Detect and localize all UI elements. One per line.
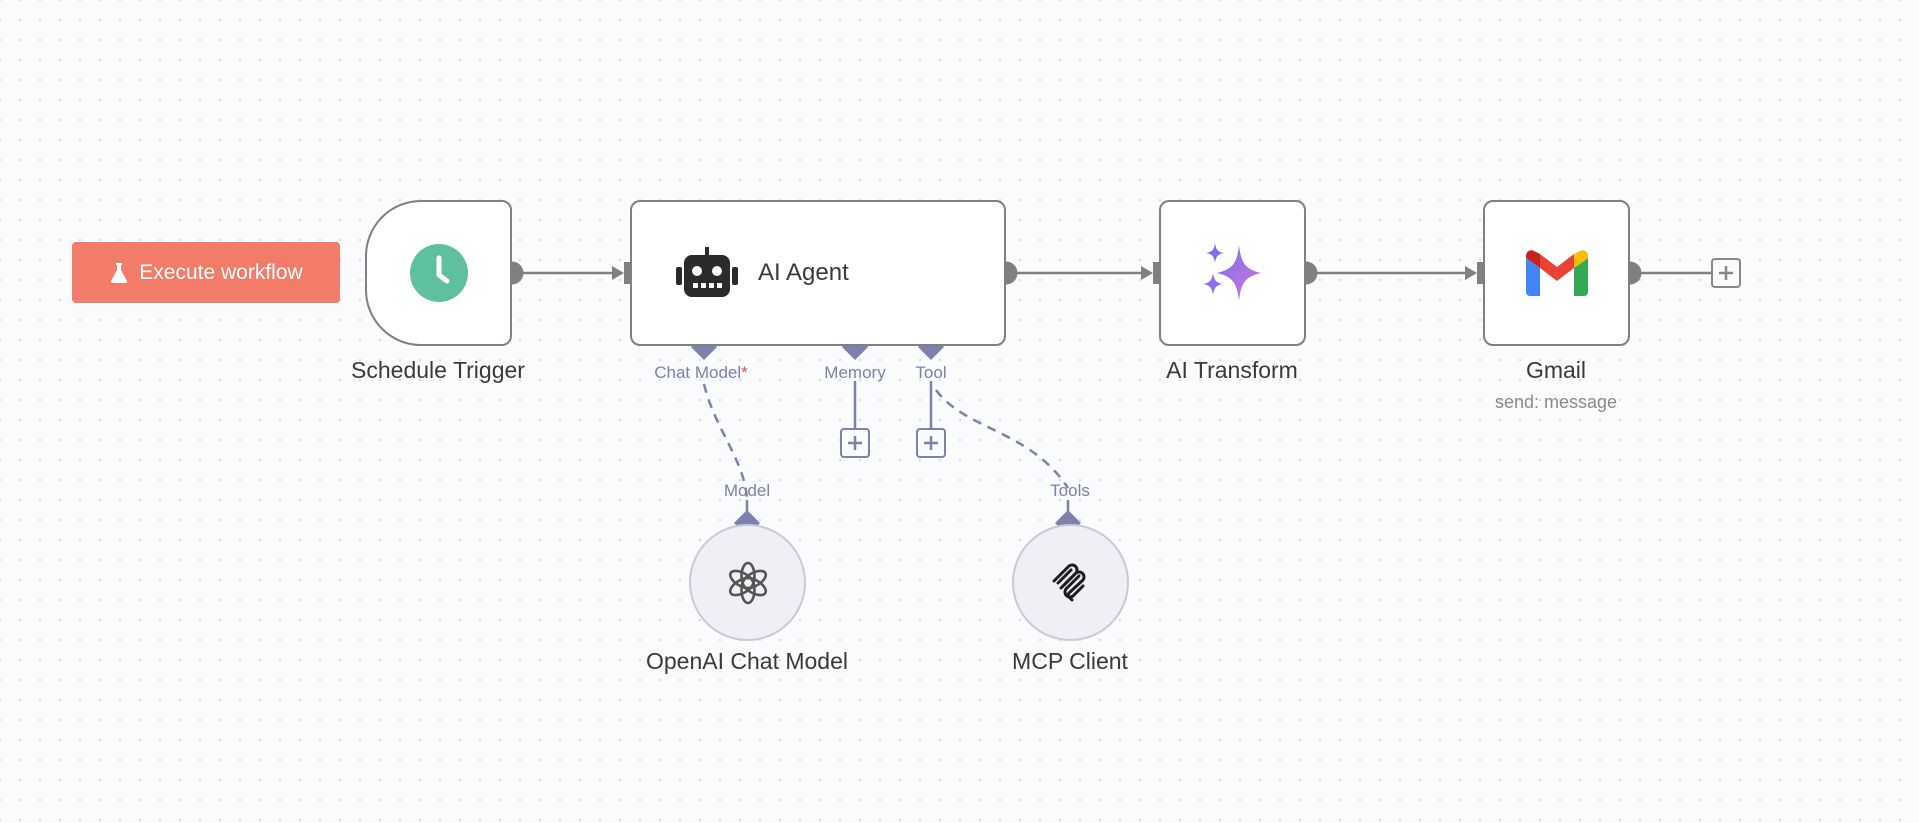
gmail-icon [1525,250,1588,296]
arrow-head [612,266,624,280]
connection-tool-to-mcp[interactable] [934,389,1070,489]
schedule-trigger-label: Schedule Trigger [351,357,525,383]
mcp-client-label: MCP Client [1012,648,1128,674]
plus-icon [848,436,862,450]
add-tool-button[interactable] [916,428,946,458]
openai-chat-model-node[interactable] [689,524,806,641]
add-memory-button[interactable] [840,428,870,458]
connection-chat-model-to-openai[interactable] [702,383,749,501]
tool-port-label: Tool [915,363,947,382]
tools-port-label: Tools [1050,481,1090,500]
chat-model-port-text: Chat Model [654,363,742,382]
add-node-button[interactable] [1711,258,1741,288]
ai-agent-title: AI Agent [758,259,849,286]
gmail-node[interactable] [1483,200,1630,346]
model-port-label: Model [723,481,771,500]
sparkles-icon [1202,243,1261,301]
plus-icon [924,436,938,450]
flask-icon [111,262,128,283]
chat-model-port-label: Chat Model* [654,363,748,383]
memory-port-label: Memory [824,363,886,382]
ai-agent-node[interactable]: AI Agent [630,200,1006,346]
execute-workflow-label: Execute workflow [139,260,303,284]
input-handle-gmail[interactable] [1477,262,1486,284]
execute-workflow-button[interactable]: Execute workflow [72,242,340,303]
ai-transform-node[interactable] [1159,200,1306,346]
mcp-icon [1052,563,1085,601]
plus-icon [1719,266,1733,280]
input-handle-agent[interactable] [624,262,633,284]
ai-transform-label: AI Transform [1166,357,1298,383]
schedule-trigger-node[interactable] [365,200,512,346]
arrow-head [1141,266,1153,280]
gmail-label: Gmail [1525,357,1587,383]
input-handle-transform[interactable] [1153,262,1162,284]
gmail-subtitle: send: message [1494,392,1618,412]
openai-chat-model-label: OpenAI Chat Model [645,648,849,674]
main-connections [512,266,1711,280]
ai-port-handles [691,334,1081,536]
robot-icon [676,247,738,297]
openai-icon [728,561,767,604]
ai-connections [702,381,1070,514]
input-handles [624,262,1486,284]
arrow-head [1465,266,1477,280]
clock-icon [409,244,468,302]
mcp-client-node[interactable] [1012,524,1129,641]
required-marker: * [741,363,748,382]
